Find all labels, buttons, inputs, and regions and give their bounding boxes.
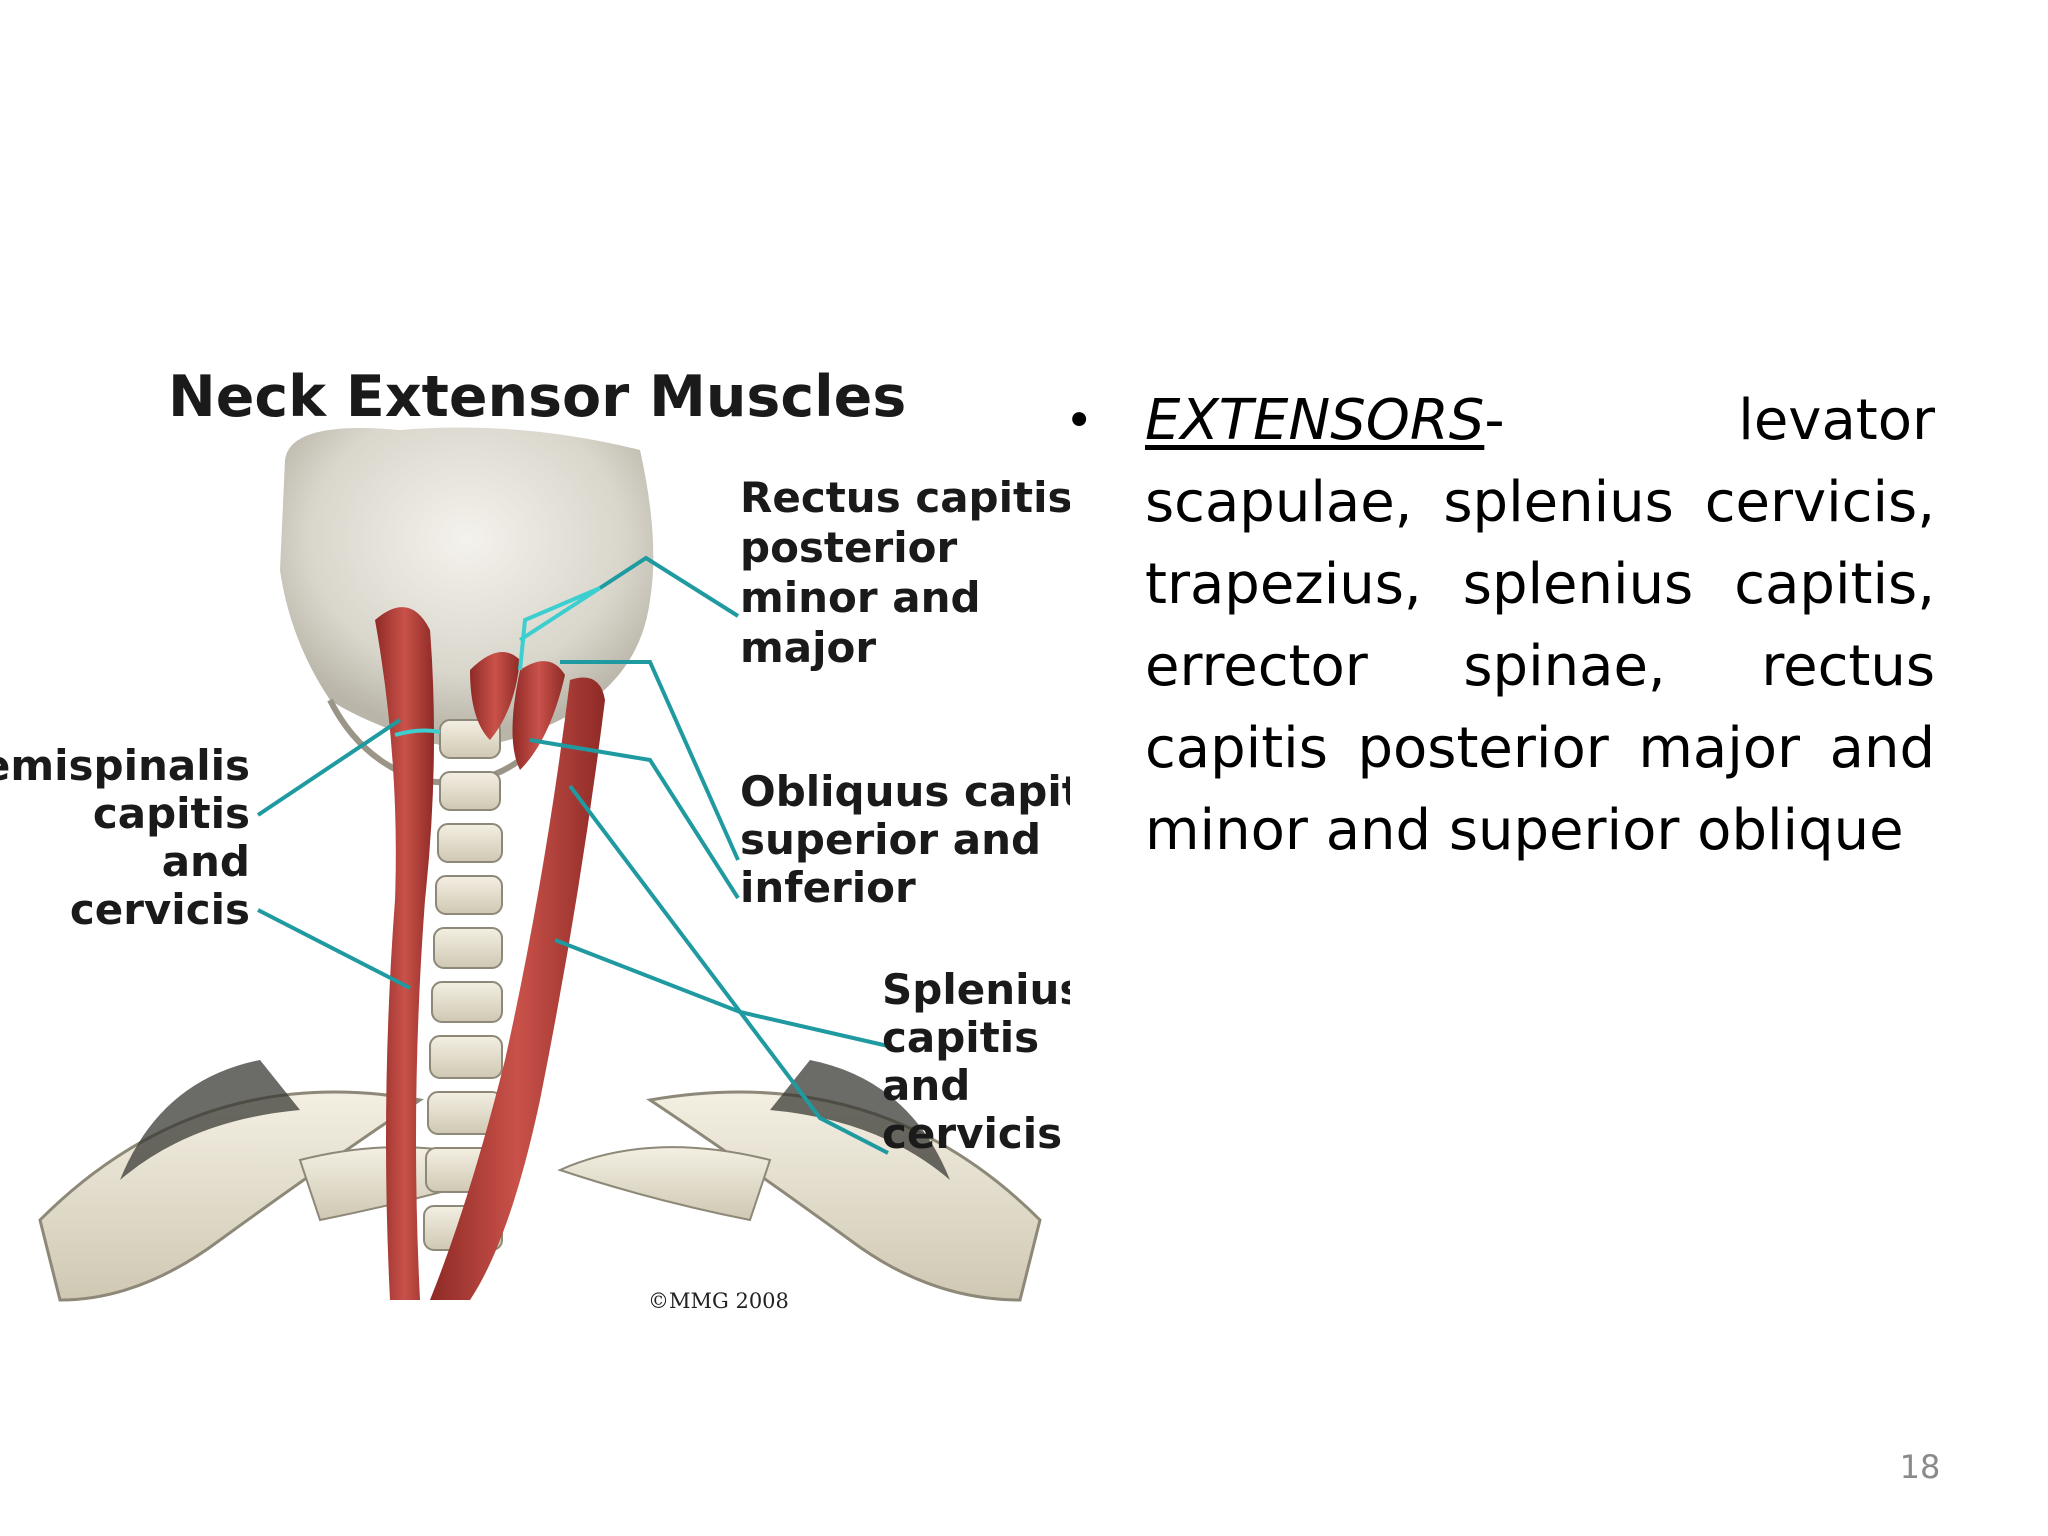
label-line: cervicis	[882, 1109, 1062, 1158]
figure-copyright: ©MMG 2008	[648, 1289, 789, 1313]
obliquus-capitis-muscle	[512, 661, 565, 770]
neck-extensor-muscles-figure: Neck Extensor Muscles	[0, 340, 1070, 1350]
bullet-list: • EXTENSORS- levator scapulae, splenius …	[1065, 380, 1935, 872]
muscle-tendon-band	[394, 728, 441, 737]
figure-title: Neck Extensor Muscles	[168, 364, 906, 430]
obliquus-leader-line-upper	[560, 660, 740, 861]
label-line: minor and	[740, 573, 981, 622]
rectus-leader-line-upper	[598, 555, 740, 618]
leader-lines	[256, 555, 889, 1155]
label-line: and	[162, 837, 250, 886]
label-rectus-capitis: Rectus capitis posterior minor and major	[740, 473, 1070, 672]
splenius-leader-line-lower	[568, 784, 889, 1155]
label-line: Rectus capitis	[740, 473, 1070, 522]
rectus-capitis-muscle	[470, 652, 520, 740]
obliquus-leader-line-lower	[529, 738, 740, 900]
right-rib-shape	[770, 1060, 950, 1180]
muscle-group	[375, 607, 605, 1300]
anatomy-illustration: Neck Extensor Muscles	[0, 364, 1070, 1313]
label-line: and	[882, 1061, 970, 1110]
label-semispinalis: Semispinalis capitis and cervicis	[0, 741, 250, 934]
splenius-muscle	[430, 677, 605, 1300]
upper-rib-right	[557, 1146, 772, 1222]
label-line: major	[740, 623, 876, 672]
label-line: Obliquus capitis	[740, 767, 1070, 816]
label-line: posterior	[740, 523, 957, 572]
label-line: superior and	[740, 815, 1041, 864]
label-line: cervicis	[70, 885, 250, 934]
label-splenius: Splenius capitis and cervicis	[882, 965, 1070, 1158]
page-number: 18	[1899, 1448, 1941, 1486]
label-line: capitis	[93, 789, 250, 838]
semispinalis-leader-line-upper	[256, 718, 402, 817]
rectus-leader-line-branch-right	[518, 586, 601, 671]
label-line: Splenius	[882, 965, 1070, 1014]
bullet-item-extensors: • EXTENSORS- levator scapulae, splenius …	[1065, 380, 1935, 872]
bullet-dot-icon: •	[1065, 393, 1094, 449]
bullet-term: EXTENSORS	[1145, 388, 1485, 453]
semispinalis-muscle	[375, 607, 434, 1300]
splenius-leader-line-upper	[554, 938, 889, 1048]
label-line: capitis	[882, 1013, 1039, 1062]
skull-shape	[280, 427, 654, 747]
label-obliquus-capitis: Obliquus capitis superior and inferior	[740, 767, 1070, 912]
rectus-leader-line-branch-left	[518, 586, 602, 642]
label-line: inferior	[740, 863, 916, 912]
semispinalis-leader-line-lower	[257, 908, 411, 990]
bullet-text: - levator scapulae, splenius cervicis, t…	[1145, 388, 1935, 863]
label-line: Semispinalis	[0, 741, 250, 790]
left-rib-shape	[120, 1060, 300, 1180]
